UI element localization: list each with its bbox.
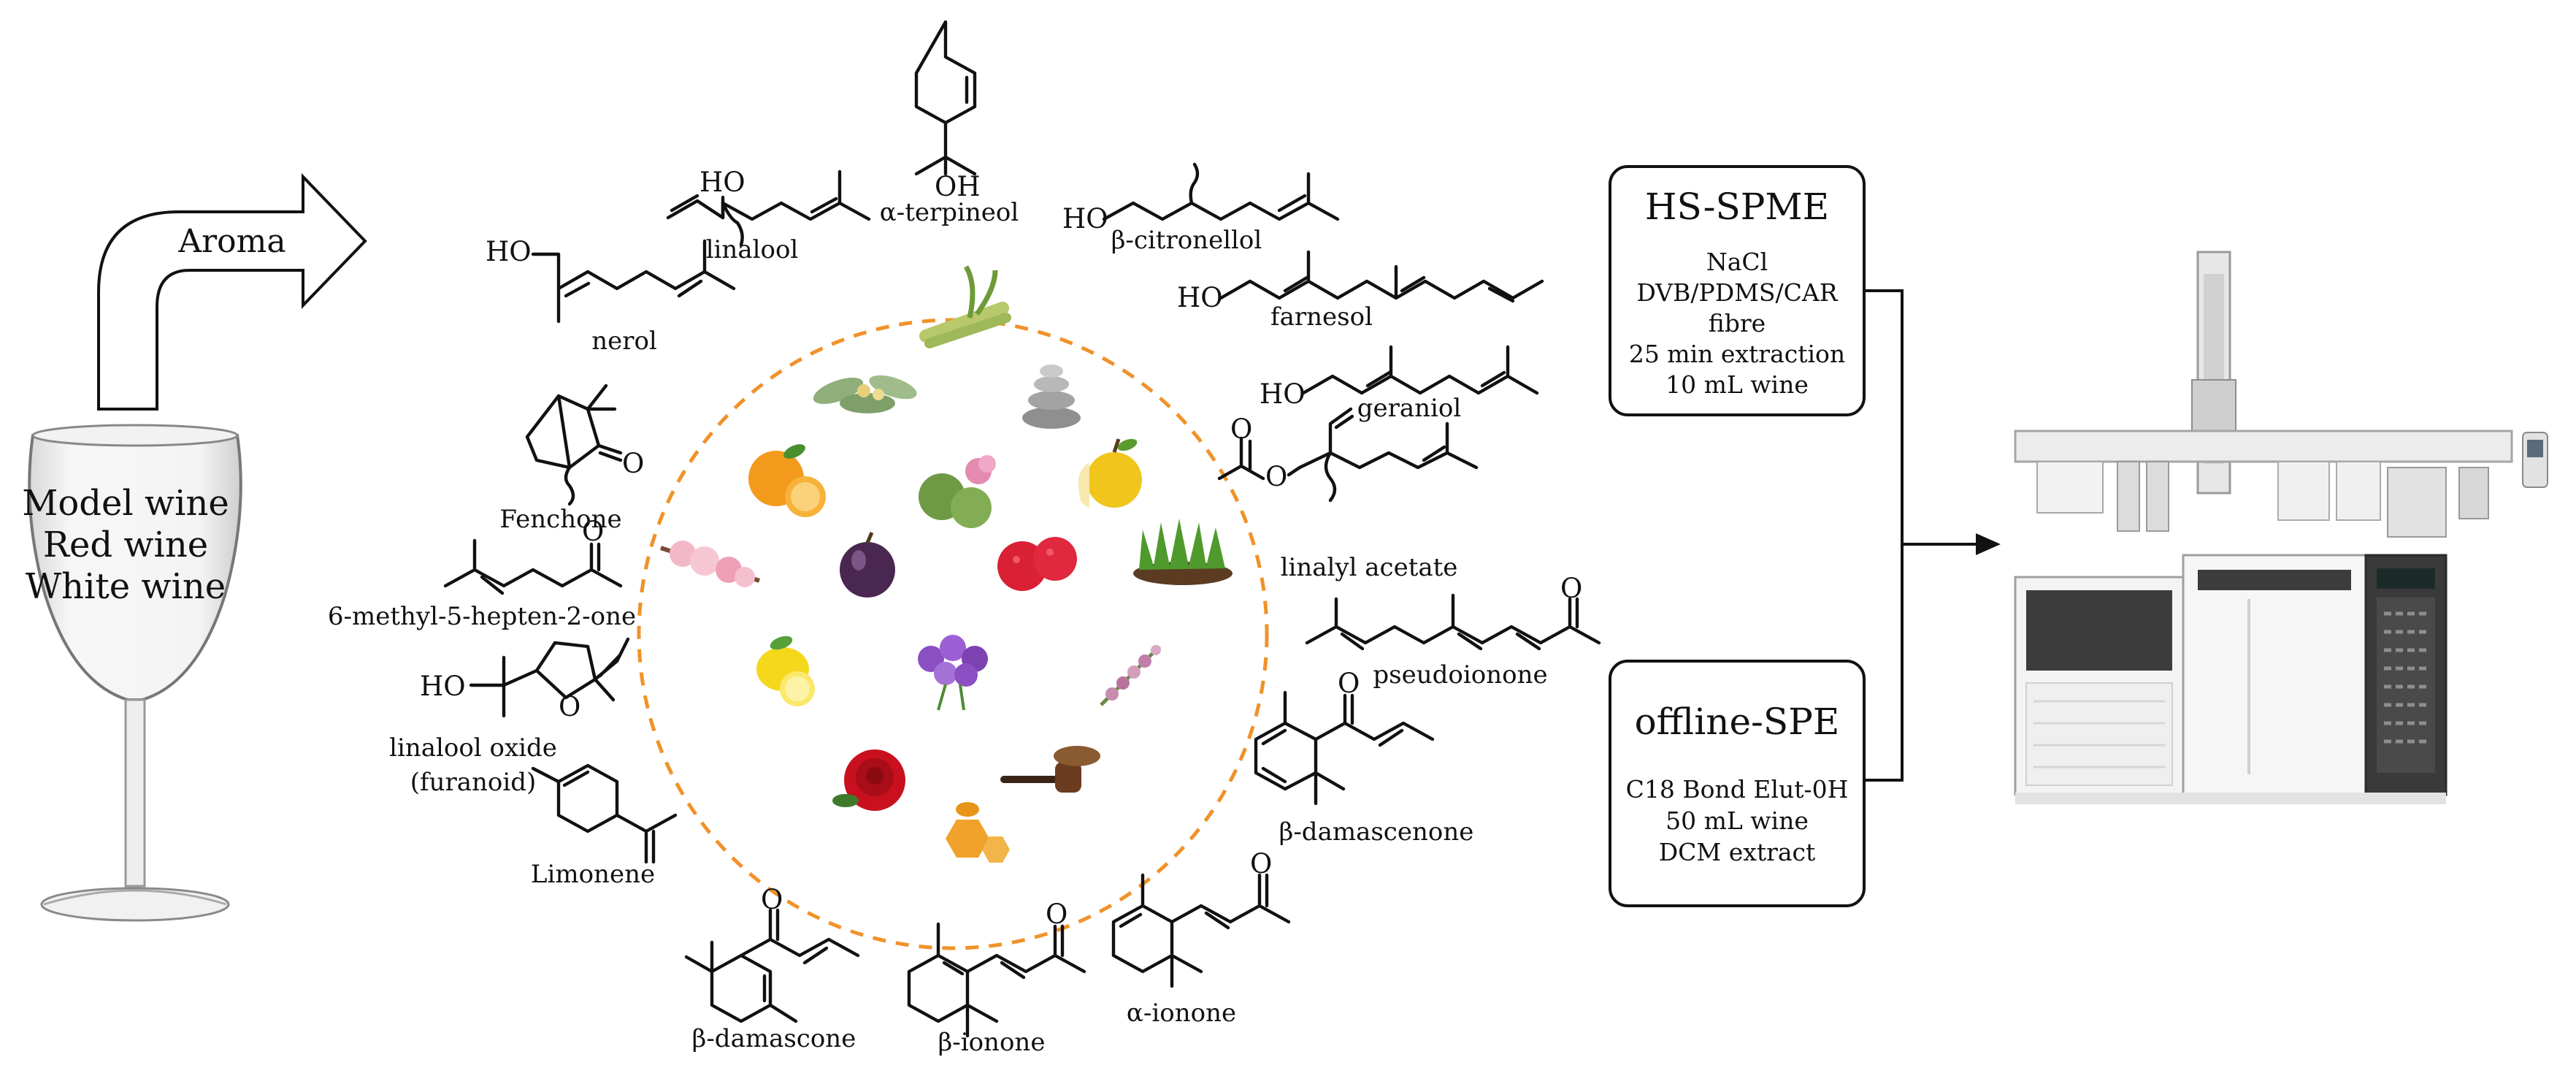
tobacco-pipe-icon	[1000, 746, 1100, 793]
hydroxyl-label: OH	[935, 171, 981, 202]
hydroxyl-label: HO	[420, 671, 466, 702]
merge-arrow	[1864, 289, 2001, 782]
farnesol-structure: HO farnesol	[1177, 250, 1544, 332]
nerol-label: nerol	[591, 327, 657, 356]
aroma-label: Aroma	[177, 223, 285, 260]
beta-damascenone-structure: O β-damascenone	[1254, 668, 1474, 847]
oxygen-label: O	[622, 448, 644, 479]
alpha-terpineol-label: α-terpineol	[880, 198, 1019, 227]
alpha-ionone-structure: O α-ionone	[1111, 848, 1291, 1028]
oxygen-label: O	[1250, 848, 1272, 880]
linalool-oxide-label-2: (furanoid)	[410, 768, 537, 797]
methylheptenone-structure: O 6-methyl-5-hepten-2-one	[328, 516, 636, 631]
limonene-structure: Limonene	[531, 763, 678, 889]
offline-spe-title: offline-SPE	[1635, 701, 1840, 743]
beta-citronellol-structure: HO β-citronellol	[1062, 162, 1340, 255]
aroma-circle	[637, 318, 1269, 950]
lemongrass-icon	[919, 265, 1011, 348]
hs-spme-title: HS-SPME	[1645, 186, 1829, 228]
limonene-label: Limonene	[531, 860, 655, 889]
beta-citronellol-label: β-citronellol	[1111, 226, 1262, 255]
linalyl-acetate-label: linalyl acetate	[1281, 553, 1458, 582]
lemon-icon	[756, 636, 815, 706]
raspberry-icon	[997, 537, 1077, 591]
violet-icon	[918, 635, 988, 711]
oxygen-label: O	[1046, 898, 1067, 930]
hydroxyl-label: HO	[486, 236, 532, 267]
wine-glass: Model wine Red wine White wine	[22, 424, 242, 922]
oxygen-label: O	[582, 516, 604, 547]
oxygen-label: O	[761, 884, 783, 915]
hs-spme-line: fibre	[1709, 309, 1766, 337]
offline-spe-line: 50 mL wine	[1665, 806, 1809, 835]
linalool-oxide-label-1: linalool oxide	[389, 733, 557, 763]
wine-type-red: Red wine	[43, 524, 208, 565]
hs-spme-line: DVB/PDMS/CAR	[1636, 278, 1838, 307]
linalyl-acetate-structure: O O linalyl acetate	[1217, 407, 1479, 582]
offline-spe-box: offline-SPE C18 Bond Elut-0H 50 mL wine …	[1609, 660, 1866, 907]
geraniol-label: geraniol	[1357, 394, 1462, 423]
hs-spme-line: 10 mL wine	[1665, 370, 1809, 399]
grass-icon	[1133, 519, 1233, 585]
beta-ionone-label: β-ionone	[938, 1028, 1046, 1057]
hs-spme-box: HS-SPME NaCl DVB/PDMS/CAR fibre 25 min e…	[1609, 165, 1866, 416]
pseudoionone-structure: O pseudoionone	[1305, 573, 1601, 690]
wine-type-model: Model wine	[22, 483, 229, 524]
linalool-structure: HO linalool	[666, 167, 871, 264]
hydroxyl-label: HO	[1260, 378, 1306, 410]
eucalyptus-icon	[813, 375, 917, 413]
beta-damascenone-label: β-damascenone	[1279, 817, 1474, 847]
fenchone-label: Fenchone	[499, 505, 621, 534]
nerol-structure: HO nerol	[486, 236, 736, 356]
honey-icon	[946, 802, 1010, 863]
hydroxyl-label: HO	[1062, 203, 1108, 234]
linalool-label: linalool	[706, 235, 799, 264]
apple-icon	[1078, 438, 1142, 508]
hs-spme-line: NaCl	[1706, 248, 1768, 276]
geranium-icon	[919, 455, 996, 528]
methylheptenone-label: 6-methyl-5-hepten-2-one	[328, 602, 636, 631]
stones-icon	[1022, 365, 1081, 429]
pseudoionone-label: pseudoionone	[1373, 660, 1547, 690]
oxygen-label: O	[1265, 461, 1287, 492]
geraniol-structure: HO geraniol	[1260, 345, 1539, 423]
offline-spe-line: C18 Bond Elut-0H	[1626, 775, 1849, 804]
plum-icon	[840, 532, 895, 598]
hydroxyl-label: HO	[699, 167, 745, 198]
heather-icon	[1100, 645, 1161, 706]
alpha-ionone-label: α-ionone	[1127, 999, 1236, 1028]
oxygen-label: O	[1338, 668, 1360, 699]
hs-spme-line: 25 min extraction	[1629, 340, 1845, 368]
hydroxyl-label: HO	[1177, 282, 1223, 313]
orange-icon	[748, 444, 826, 517]
offline-spe-line: DCM extract	[1659, 838, 1816, 866]
gc-ms-instrument-icon	[2014, 251, 2548, 804]
alpha-terpineol-structure: OH α-terpineol	[880, 20, 1019, 227]
oxygen-label: O	[559, 691, 580, 722]
oxygen-label: O	[1230, 413, 1252, 445]
wine-type-white: White wine	[26, 566, 226, 607]
beta-ionone-structure: O β-ionone	[907, 898, 1086, 1057]
linalool-oxide-structure: HO O linalool oxide (furanoid)	[389, 637, 630, 797]
cherry-blossom-icon	[660, 541, 760, 587]
beta-damascone-structure: O β-damascone	[684, 884, 860, 1053]
oxygen-label: O	[1560, 573, 1582, 604]
rose-icon	[832, 749, 905, 811]
beta-damascone-label: β-damascone	[692, 1024, 856, 1053]
farnesol-label: farnesol	[1270, 302, 1373, 332]
aroma-arrow: Aroma	[97, 173, 367, 411]
fenchone-structure: O Fenchone	[499, 384, 644, 534]
